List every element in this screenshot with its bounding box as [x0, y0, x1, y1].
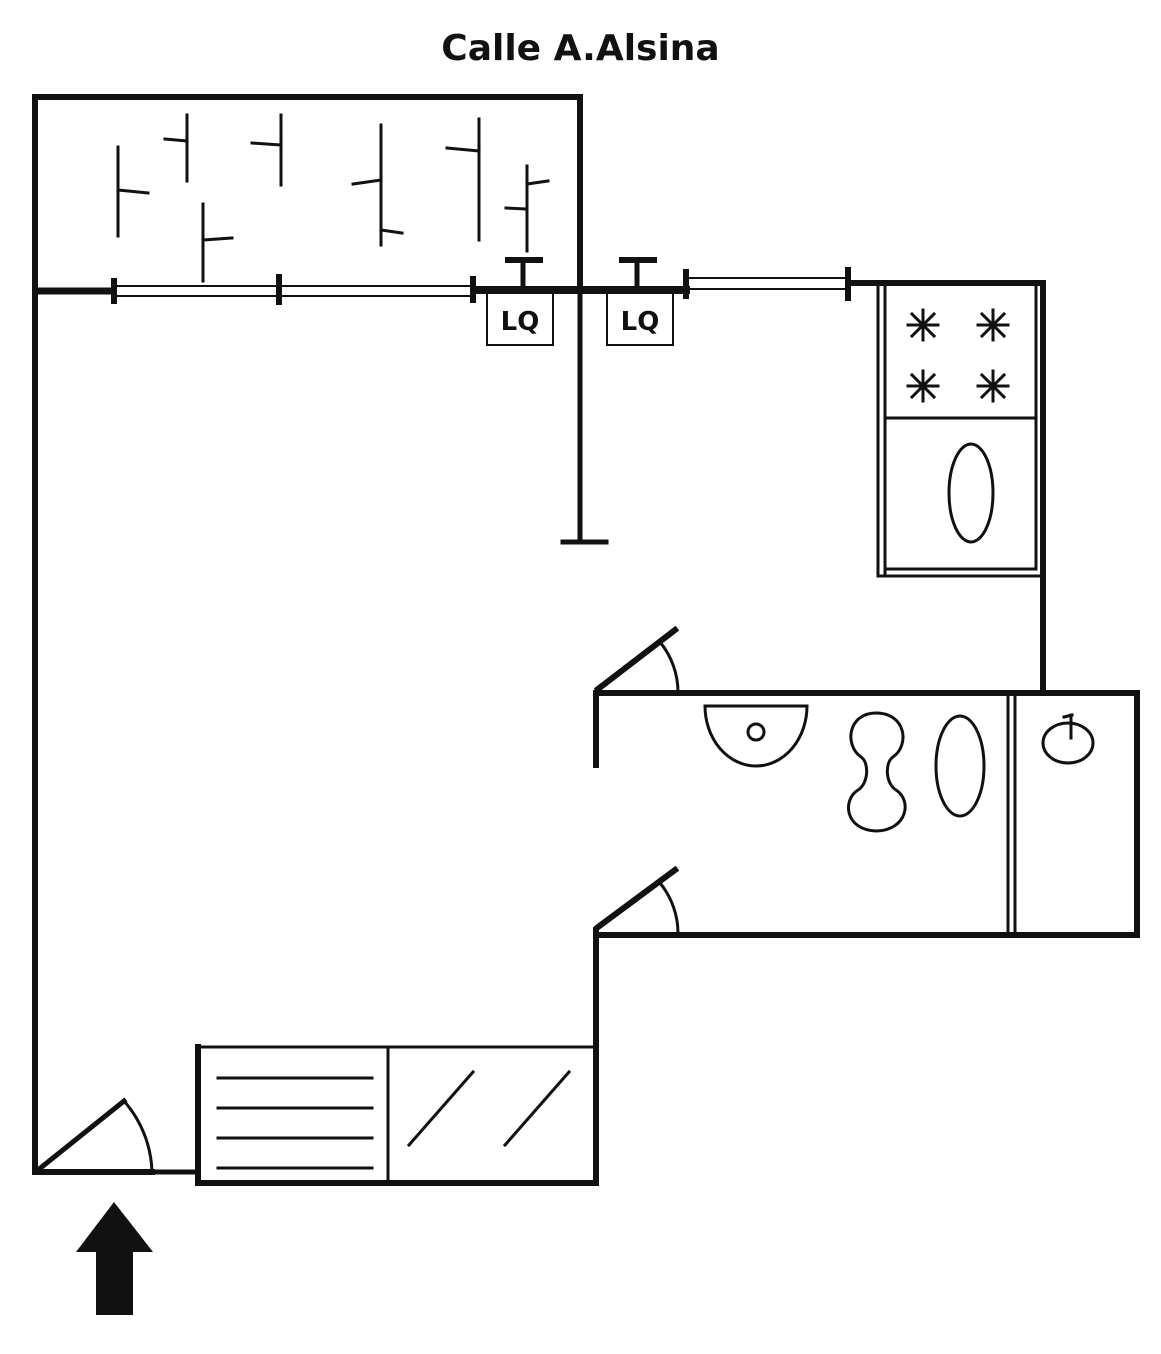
toilet-icon: [847, 711, 907, 833]
street-name: Calle A.Alsina: [441, 28, 720, 69]
bidet-icon: [934, 714, 986, 818]
washbasin-icon: [703, 704, 809, 768]
meter-label-1: LQ: [501, 307, 540, 337]
walls: [32, 94, 1140, 1186]
interior-partition: [560, 287, 609, 545]
doors: [34, 625, 680, 1174]
meter-boxes: [486, 257, 674, 346]
plant-icon: [116, 113, 550, 283]
stairs-icon: [216, 1069, 572, 1170]
stove-burner-icon: [906, 308, 1010, 403]
kitchen-counter: [876, 285, 1045, 578]
bathroom-fixtures: [703, 694, 1095, 937]
terrace-window: [34, 267, 851, 305]
entrance-arrow-icon: [76, 1202, 153, 1315]
meter-label-2: LQ: [621, 307, 660, 337]
sink-icon: [947, 442, 995, 544]
